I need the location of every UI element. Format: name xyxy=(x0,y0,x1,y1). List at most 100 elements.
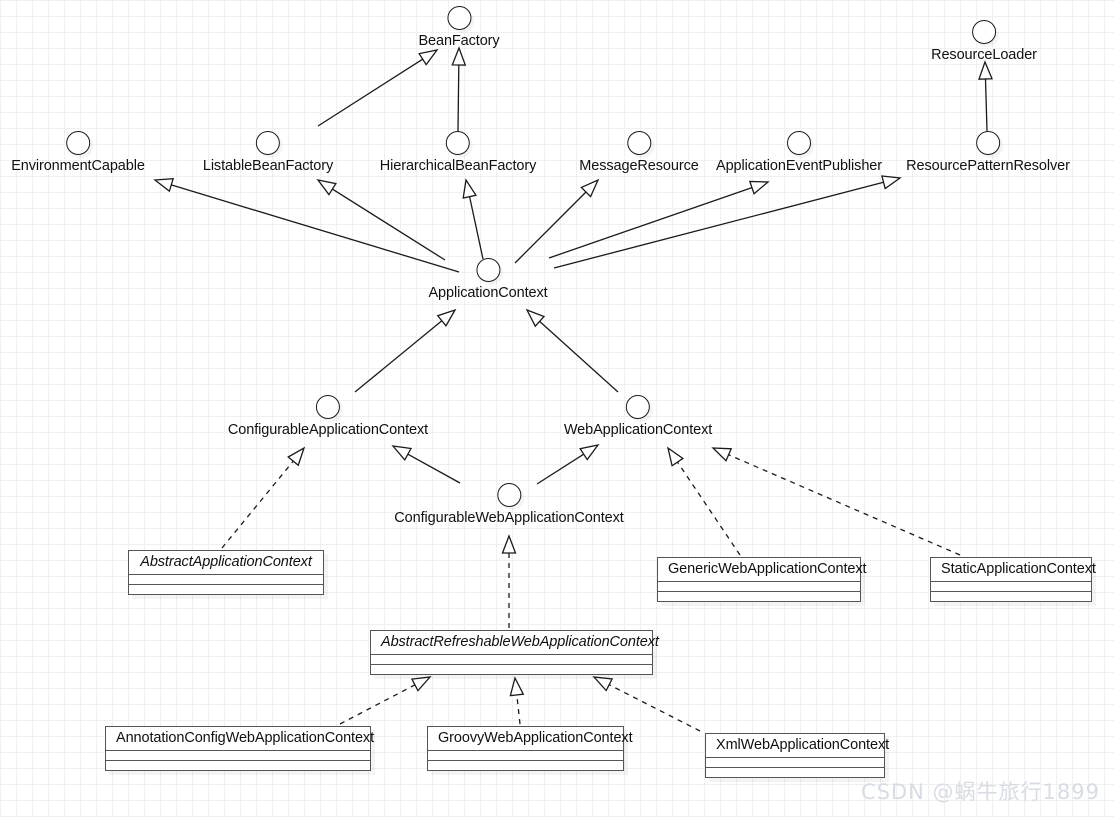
edge-line xyxy=(407,453,461,484)
edge-realization-groovyWebApplicationContext-to-abstractRefreshableWebApplicationContext xyxy=(509,676,525,725)
class-attributes-compartment xyxy=(658,581,860,591)
edge-generalization-applicationContext-to-messageResource xyxy=(514,178,600,264)
interface-circle-icon xyxy=(315,395,340,419)
interface-node-messageResource[interactable]: MessageResource xyxy=(579,131,699,174)
edge-realization-abstractRefreshableWebApplicationContext-to-configurableWebApplicationContext xyxy=(501,534,517,628)
interface-node-beanFactory[interactable]: BeanFactory xyxy=(418,6,500,49)
class-attributes-compartment xyxy=(706,757,884,767)
edge-line xyxy=(468,196,484,260)
class-operations-compartment xyxy=(706,767,884,777)
arrowhead-hollow-triangle-icon xyxy=(287,446,306,467)
interface-circle-icon xyxy=(66,131,90,155)
interface-label: ConfigurableWebApplicationContext xyxy=(394,510,624,526)
interface-label: BeanFactory xyxy=(418,33,500,49)
edge-line xyxy=(457,64,460,132)
interface-label: ListableBeanFactory xyxy=(202,158,334,174)
edge-line xyxy=(553,181,884,269)
edge-generalization-resourcePatternResolver-to-resourceLoader xyxy=(978,60,993,132)
class-box-groovyWebApplicationContext[interactable]: GroovyWebApplicationContext xyxy=(427,726,633,771)
interface-node-webApplicationContext[interactable]: WebApplicationContext xyxy=(564,395,712,438)
interface-circle-icon xyxy=(446,131,470,155)
edge-line xyxy=(728,454,961,556)
class-box-name: AnnotationConfigWebApplicationContext xyxy=(116,730,375,746)
edge-generalization-webApplicationContext-to-applicationContext xyxy=(525,308,619,393)
interface-circle-icon xyxy=(975,131,1000,155)
interface-label: WebApplicationContext xyxy=(563,422,713,438)
interface-label: HierarchicalBeanFactory xyxy=(379,158,537,174)
edge-line xyxy=(332,188,446,261)
class-operations-compartment xyxy=(931,591,1091,601)
class-attributes-compartment xyxy=(428,750,623,760)
interface-node-listableBeanFactory[interactable]: ListableBeanFactory xyxy=(203,131,333,174)
edge-generalization-applicationContext-to-environmentCapable xyxy=(153,177,460,273)
interface-node-applicationEventPublisher[interactable]: ApplicationEventPublisher xyxy=(716,131,882,174)
class-box-name: GenericWebApplicationContext xyxy=(668,561,867,577)
edge-line xyxy=(984,78,988,132)
interface-label: ApplicationContext xyxy=(428,285,548,301)
edge-line xyxy=(514,191,587,264)
class-box-abstractRefreshableWebApplicationContext[interactable]: AbstractRefreshableWebApplicationContext xyxy=(370,630,659,675)
interface-node-applicationContext[interactable]: ApplicationContext xyxy=(428,258,548,301)
interface-node-environmentCapable[interactable]: EnvironmentCapable xyxy=(11,131,145,174)
class-operations-compartment xyxy=(106,760,370,770)
edge-realization-abstractApplicationContext-to-configurableApplicationContext xyxy=(221,446,306,549)
class-box-xmlWebApplicationContext[interactable]: XmlWebApplicationContext xyxy=(705,733,889,778)
edge-line xyxy=(539,320,619,393)
edge-generalization-configurableWebApplicationContext-to-webApplicationContext xyxy=(536,444,600,485)
arrowhead-hollow-triangle-icon xyxy=(501,534,517,554)
edge-generalization-applicationContext-to-applicationEventPublisher xyxy=(548,180,770,259)
interface-circle-icon xyxy=(255,131,280,155)
interface-node-resourcePatternResolver[interactable]: ResourcePatternResolver xyxy=(906,131,1070,174)
class-box-staticApplicationContext[interactable]: StaticApplicationContext xyxy=(930,557,1096,602)
edge-generalization-applicationContext-to-listableBeanFactory xyxy=(316,179,446,261)
arrowhead-hollow-triangle-icon xyxy=(525,308,546,328)
arrowhead-hollow-triangle-icon xyxy=(881,175,902,190)
class-attributes-compartment xyxy=(129,574,323,584)
class-box-name: AbstractRefreshableWebApplicationContext xyxy=(381,634,659,650)
arrowhead-hollow-triangle-icon xyxy=(711,447,733,462)
class-box-annotationConfigWebApplicationContext[interactable]: AnnotationConfigWebApplicationContext xyxy=(105,726,375,771)
class-box-name: StaticApplicationContext xyxy=(941,561,1096,577)
edge-line xyxy=(221,460,294,549)
class-box-genericWebApplicationContext[interactable]: GenericWebApplicationContext xyxy=(657,557,867,602)
class-box-name: AbstractApplicationContext xyxy=(140,554,312,570)
arrowhead-hollow-triangle-icon xyxy=(978,60,993,80)
edge-realization-staticApplicationContext-to-webApplicationContext xyxy=(711,447,961,556)
arrowhead-hollow-triangle-icon xyxy=(462,178,477,199)
edge-realization-annotationConfigWebApplicationContext-to-abstractRefreshableWebApplicationContext xyxy=(339,676,432,725)
interface-label: MessageResource xyxy=(579,158,699,174)
interface-node-configurableWebApplicationContext[interactable]: ConfigurableWebApplicationContext xyxy=(394,483,624,526)
edge-line xyxy=(516,694,521,725)
edge-line xyxy=(354,320,443,393)
arrowhead-hollow-triangle-icon xyxy=(316,179,337,196)
edge-line xyxy=(676,461,741,556)
arrowhead-hollow-triangle-icon xyxy=(153,177,175,193)
interface-circle-icon xyxy=(475,258,500,282)
edge-generalization-listableBeanFactory-to-beanFactory xyxy=(317,49,439,127)
class-box-abstractApplicationContext[interactable]: AbstractApplicationContext xyxy=(128,550,324,595)
interface-node-resourceLoader[interactable]: ResourceLoader xyxy=(931,20,1037,63)
interface-node-hierarchicalBeanFactory[interactable]: HierarchicalBeanFactory xyxy=(380,131,536,174)
class-operations-compartment xyxy=(371,664,652,674)
interface-node-configurableApplicationContext[interactable]: ConfigurableApplicationContext xyxy=(228,395,428,438)
interface-circle-icon xyxy=(787,131,811,155)
class-box-name: GroovyWebApplicationContext xyxy=(438,730,633,746)
edge-generalization-applicationContext-to-resourcePatternResolver xyxy=(553,175,902,269)
interface-circle-icon xyxy=(496,483,521,507)
interface-circle-icon xyxy=(972,20,996,44)
arrowhead-hollow-triangle-icon xyxy=(592,676,614,692)
interface-label: EnvironmentCapable xyxy=(11,158,145,174)
edge-generalization-configurableApplicationContext-to-applicationContext xyxy=(354,308,457,393)
arrowhead-hollow-triangle-icon xyxy=(391,445,413,462)
edge-generalization-hierarchicalBeanFactory-to-beanFactory xyxy=(451,46,467,132)
interface-label: ResourceLoader xyxy=(931,47,1037,63)
arrowhead-hollow-triangle-icon xyxy=(509,676,525,697)
arrowhead-hollow-triangle-icon xyxy=(666,446,685,467)
interface-circle-icon xyxy=(446,6,471,30)
arrowhead-hollow-triangle-icon xyxy=(451,46,467,66)
class-operations-compartment xyxy=(658,591,860,601)
arrowhead-hollow-triangle-icon xyxy=(748,180,770,195)
interface-circle-icon xyxy=(625,395,650,419)
class-operations-compartment xyxy=(129,584,323,594)
